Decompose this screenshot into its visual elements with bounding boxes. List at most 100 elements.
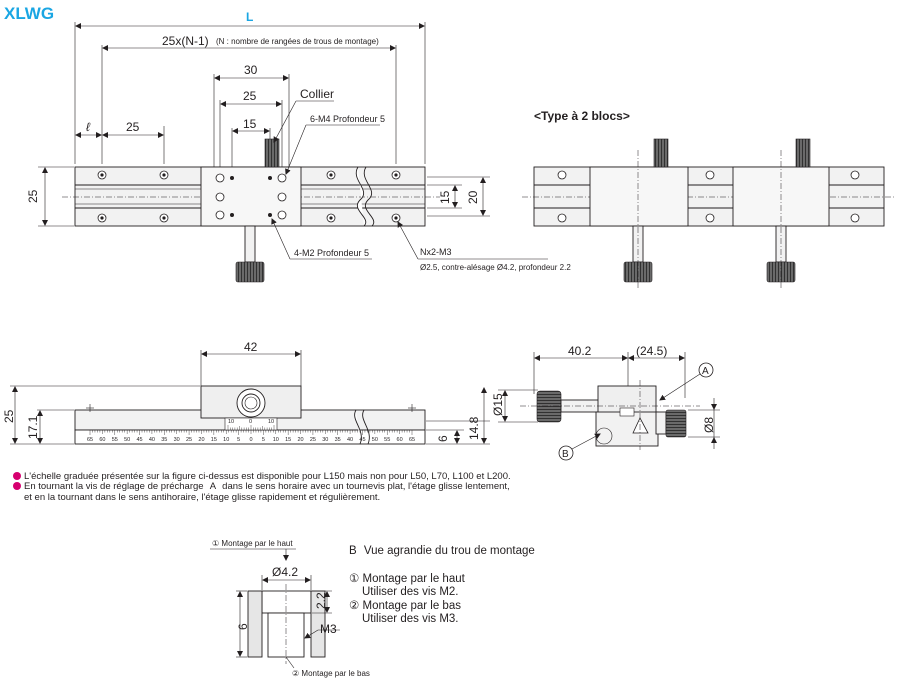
detail-label-bottom: Montage par le bas: [301, 669, 370, 678]
dim-17-1: 17.1: [26, 415, 40, 439]
scale-label: 25: [310, 437, 316, 443]
detail-marker-2: ②: [292, 669, 299, 678]
label-m2: 4-M2 Profondeur 5: [294, 248, 369, 258]
svg-text:① Montage par le haut: ① Montage par le haut: [349, 573, 466, 585]
callout-a: [698, 362, 714, 378]
scale-label: 55: [112, 437, 118, 443]
scale-label: 5: [262, 437, 265, 443]
dim-d8: Ø8: [702, 417, 716, 433]
svg-text:B Vue agrandie du trou d: B Vue agrandie du trou de montage: [349, 545, 535, 557]
note-icon-1: [13, 472, 21, 480]
dim-15-center: 15: [243, 117, 257, 131]
note-2-circle-a: A: [210, 481, 217, 492]
label-m4: 6-M4 Profondeur 5: [310, 114, 385, 124]
callout-b: [558, 445, 574, 461]
scale-label: 60: [397, 437, 403, 443]
dim-25-center: 25: [243, 89, 257, 103]
top-view: L 25x(N-1) (N : nombre de rangées de tro…: [26, 10, 571, 283]
dim-30: 30: [244, 63, 258, 77]
carriage-holes: [215, 173, 287, 220]
vernier-ticks: [227, 425, 275, 430]
detail-marker-1: ①: [212, 539, 219, 548]
scale-label: 35: [161, 437, 167, 443]
dim-14-8: 14.8: [467, 416, 481, 440]
dim-6-detail: 6: [236, 623, 250, 630]
scale-label: 45: [359, 437, 365, 443]
dim-m3: M3: [320, 622, 337, 636]
collar-knob: [264, 138, 280, 168]
item1-text: Utiliser des vis M2.: [362, 586, 459, 598]
label-counterbore: Ø2.5, contre-alésage Ø4.2, profondeur 2.…: [420, 263, 571, 272]
scale-label: 65: [409, 437, 415, 443]
dim-L: L: [246, 10, 253, 24]
dim-2-2: 2.2: [314, 592, 328, 609]
scale-label: 20: [198, 437, 204, 443]
vernier-label-left: 10: [228, 419, 234, 425]
callout-a-label: A: [702, 366, 709, 377]
adjust-knob: [235, 261, 265, 283]
mounting-holes: [97, 170, 401, 223]
dim-pitch: 25x(N-1): [162, 34, 209, 48]
dim-d4-2: Ø4.2: [272, 565, 298, 579]
svg-text:① Montage par le haut: ① Montage par le haut: [212, 539, 293, 548]
note-icon-2: [13, 482, 21, 490]
dim-20-right: 20: [466, 190, 480, 204]
side-view: 40.2 (24.5) Ø15 Ø8 A B: [491, 344, 720, 461]
vernier-label-right: 10: [268, 419, 274, 425]
scale-label: 50: [124, 437, 130, 443]
detail-view: ① Montage par le haut Ø4.2 2.2 6 M3 ② Mo…: [210, 539, 535, 678]
dim-40-2: 40.2: [568, 344, 592, 358]
note-1: L'échelle graduée présentée sur la figur…: [24, 471, 511, 482]
label-collier: Collier: [300, 87, 334, 101]
scale-label: 0: [249, 437, 252, 443]
scale-label: 45: [136, 437, 142, 443]
dim-15-right: 15: [438, 190, 452, 204]
detail-title: Vue agrandie du trou de montage: [364, 545, 535, 557]
item2-text: Utiliser des vis M3.: [362, 613, 459, 625]
callout-b-label: B: [562, 449, 569, 460]
scale-label: 25: [186, 437, 192, 443]
scale-label: 55: [384, 437, 390, 443]
svg-text:② Montage par le bas: ② Montage par le bas: [349, 600, 461, 612]
scale-label: 50: [372, 437, 378, 443]
scale-label: 15: [285, 437, 291, 443]
dim-d15: Ø15: [491, 393, 505, 416]
dim-25-front: 25: [2, 409, 16, 423]
note-2b: dans le sens horaire avec un tournevis p…: [222, 481, 510, 492]
diagram-title: XLWG: [4, 4, 54, 23]
scale-ticks: [89, 430, 413, 435]
label-nx2: Nx2-M3: [420, 247, 452, 257]
detail-label-top: Montage par le haut: [221, 539, 293, 548]
scale-label: 30: [174, 437, 180, 443]
notes: L'échelle graduée présentée sur la figur…: [13, 471, 511, 503]
scale-label: 60: [99, 437, 105, 443]
note-2a: En tournant la vis de réglage de préchar…: [24, 481, 204, 492]
two-block-title: <Type à 2 blocs>: [534, 109, 630, 123]
item2-marker: ②: [349, 600, 359, 612]
scale-label: 10: [223, 437, 229, 443]
dim-l: ℓ: [86, 120, 91, 134]
svg-text:En tournant la vis de réglage: En tournant la vis de réglage de préchar…: [24, 481, 510, 492]
item2-title: Montage par le bas: [363, 600, 462, 612]
item1-title: Montage par le haut: [363, 573, 466, 585]
vernier-label-center: 0: [249, 419, 252, 425]
note-3: et en la tournant dans le sens antihorai…: [24, 492, 380, 503]
item1-marker: ①: [349, 573, 359, 585]
dim-pitch-note: (N : nombre de rangées de trous de monta…: [216, 37, 379, 46]
scale-label: 15: [211, 437, 217, 443]
svg-text:② Montage par le bas: ② Montage par le bas: [292, 669, 370, 678]
detail-title-marker: B: [349, 545, 357, 557]
scale-label: 40: [347, 437, 353, 443]
dim-42: 42: [244, 340, 258, 354]
scale-label: 10: [273, 437, 279, 443]
scale-label: 65: [87, 437, 93, 443]
scale-label: 5: [237, 437, 240, 443]
scale-label: 35: [335, 437, 341, 443]
scale-label: 40: [149, 437, 155, 443]
dim-25-left: 25: [126, 120, 140, 134]
dim-6-front: 6: [436, 435, 450, 442]
dim-24-5: (24.5): [636, 344, 667, 358]
